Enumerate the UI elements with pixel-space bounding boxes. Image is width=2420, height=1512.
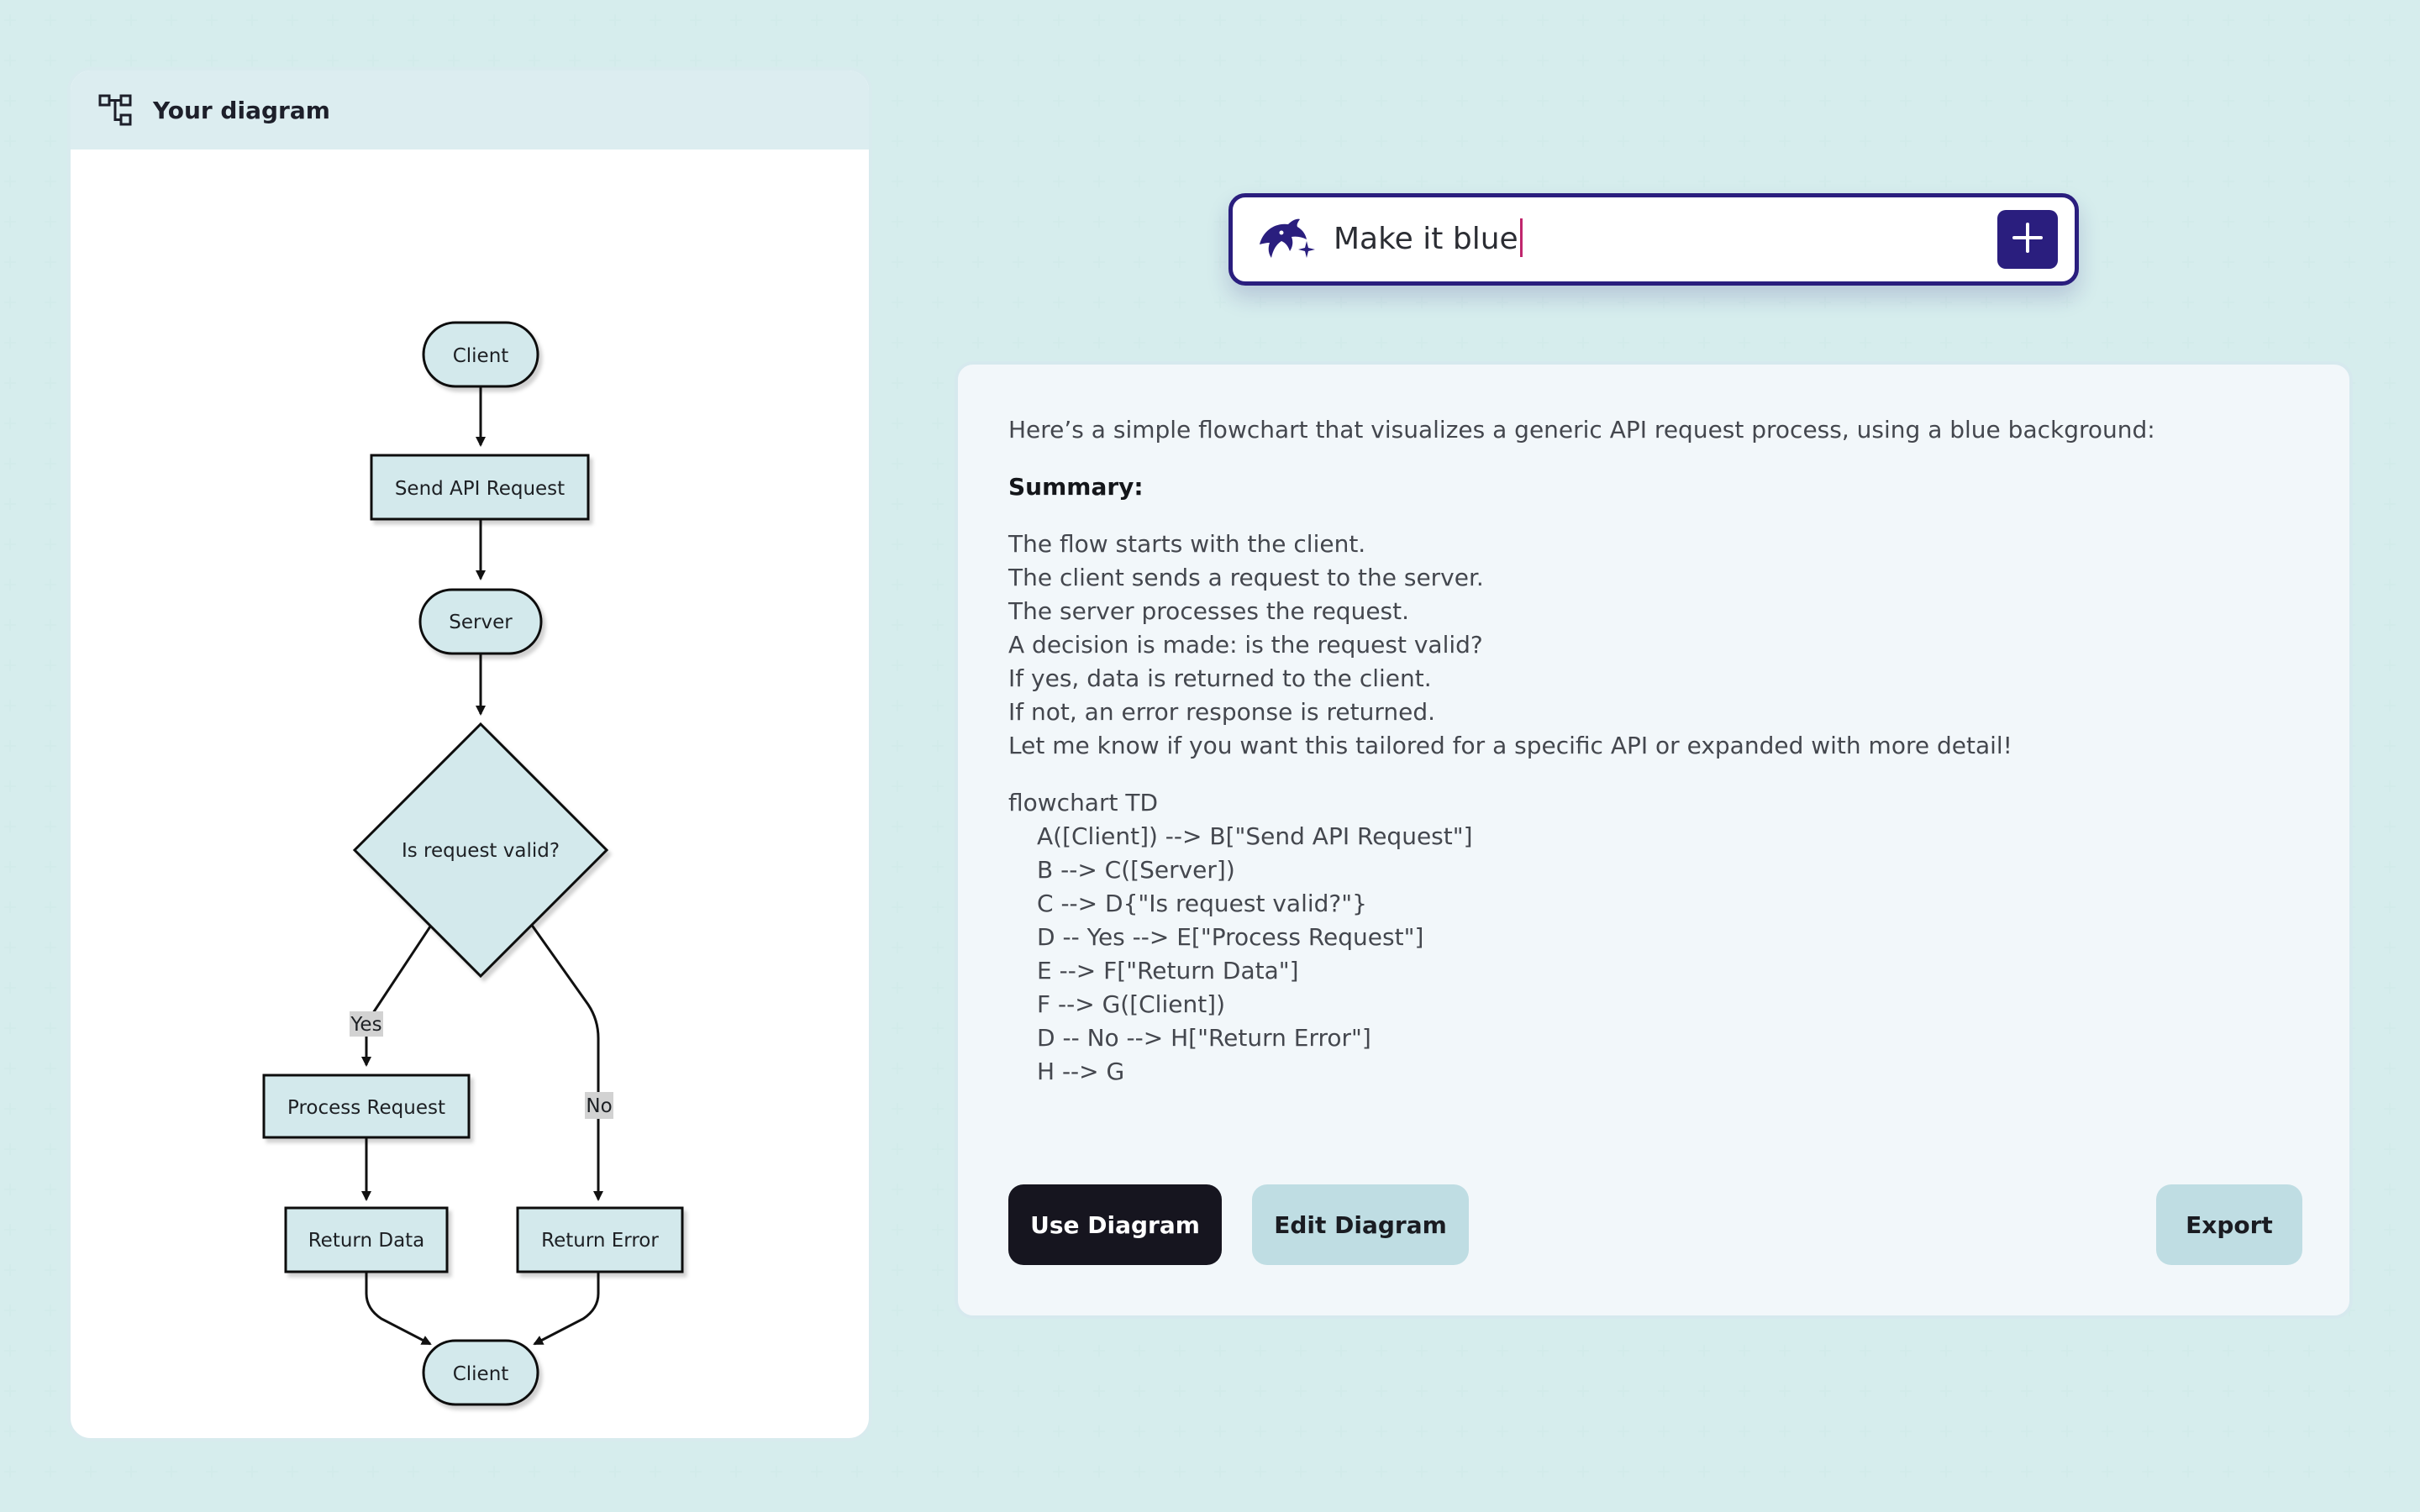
node-process-request[interactable] [262,1074,471,1139]
node-return-data[interactable] [284,1206,449,1273]
code-line: H --> G [1037,1058,1125,1085]
plus-icon [2011,221,2044,258]
prompt-input[interactable]: Make it blue [1334,216,1523,263]
node-return-error[interactable] [516,1206,684,1273]
diagram-panel-header: Your diagram [71,71,869,150]
edge-decision-no [529,923,603,1201]
node-client-bottom[interactable] [422,1339,539,1406]
node-client-bottom-label: Client [453,1363,509,1385]
edge-label-no: No [585,1092,613,1119]
diagram-panel-title: Your diagram [153,96,330,124]
summary-line: The server processes the request. [1008,597,1410,625]
summary-line: Let me know if you want this tailored fo… [1008,732,2012,759]
node-client-top[interactable] [422,321,539,388]
summary-line: The client sends a request to the server… [1008,564,1484,591]
code-line: B --> C([Server]) [1037,856,1235,884]
edit-diagram-button[interactable]: Edit Diagram [1252,1184,1469,1265]
svg-text:Yes: Yes [350,1014,381,1036]
summary-line: The flow starts with the client. [1008,530,1366,558]
node-decision-label: Is request valid? [402,840,560,862]
node-send-api-request[interactable] [370,454,590,521]
summary-line: If not, an error response is returned. [1008,698,1436,726]
svg-text:No: No [586,1095,612,1117]
node-decision[interactable] [352,722,609,979]
prompt-input-value: Make it blue [1334,222,1518,256]
summary-heading: Summary: [1008,473,1144,501]
node-server-label: Server [449,612,513,633]
dolphin-sparkle-icon [1256,216,1317,263]
mermaid-code: flowchart TD A([Client]) --> B["Send API… [1008,786,2302,1089]
flowchart[interactable]: Yes No Client Send API Request Server Is… [71,150,869,1441]
code-line: D -- Yes --> E["Process Request"] [1037,923,1424,951]
summary-line: If yes, data is returned to the client. [1008,664,1432,692]
text-caret [1519,218,1523,257]
node-return-data-label: Return Data [308,1230,425,1252]
code-line: flowchart TD [1008,789,1159,816]
prompt-input-box[interactable]: Make it blue [1228,193,2079,286]
response-card: Here’s a simple flowchart that visualize… [955,361,2353,1319]
edge-label-yes: Yes [350,1011,383,1037]
submit-button[interactable] [1997,210,2058,269]
code-line: E --> F["Return Data"] [1037,957,1299,984]
node-return-error-label: Return Error [541,1230,659,1252]
diagram-icon [97,92,133,128]
code-line: F --> G([Client]) [1037,990,1226,1018]
summary-line: A decision is made: is the request valid… [1008,631,1483,659]
edge-data-client [365,1272,432,1346]
edge-decision-yes [361,923,434,1067]
node-client-top-label: Client [453,345,509,367]
node-send-api-request-label: Send API Request [395,478,565,500]
code-line: A([Client]) --> B["Send API Request"] [1037,822,1473,850]
code-line: C --> D{"Is request valid?"} [1037,890,1367,917]
node-server[interactable] [418,588,543,655]
use-diagram-button[interactable]: Use Diagram [1008,1184,1222,1265]
node-process-request-label: Process Request [287,1097,445,1119]
edge-error-client [533,1272,600,1346]
export-button[interactable]: Export [2156,1184,2302,1265]
summary-lines: The flow starts with the client. The cli… [1008,528,2302,763]
code-line: D -- No --> H["Return Error"] [1037,1024,1371,1052]
response-intro: Here’s a simple flowchart that visualize… [1008,416,2155,444]
diagram-panel: Your diagram Yes N [67,67,872,1441]
flowchart-edges [361,387,603,1346]
